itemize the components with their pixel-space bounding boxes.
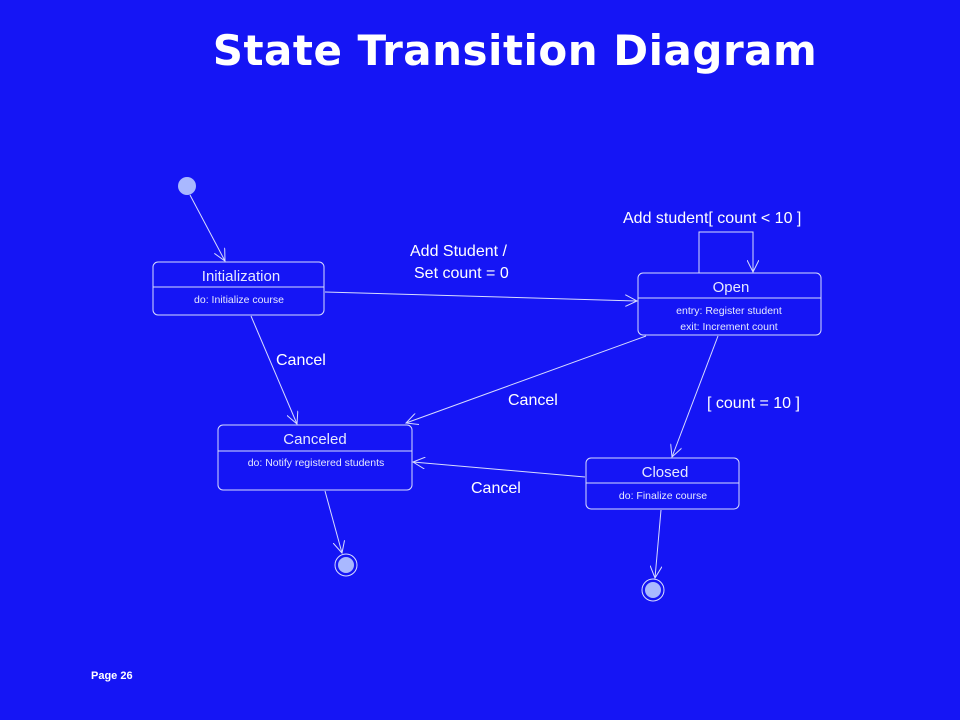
transition-closed-to-final: [655, 509, 661, 578]
state-closed[interactable]: Closed do: Finalize course: [585, 457, 740, 510]
transition-open-to-closed: [672, 335, 719, 457]
final-state-closed: [641, 578, 665, 602]
transition-closed-to-canceled: [413, 462, 586, 478]
state-initialization-activity: do: Initialize course: [194, 294, 284, 306]
label-cancel-initialization: Cancel: [276, 352, 326, 369]
state-canceled[interactable]: Canceled do: Notify registered students: [217, 424, 413, 491]
label-self-loop-guard: Add student[ count < 10 ]: [623, 210, 801, 227]
state-initialization-name: Initialization: [202, 268, 280, 285]
state-closed-activity: do: Finalize course: [619, 490, 707, 502]
final-state-canceled: [334, 553, 358, 577]
transition-open-self-loop: [698, 231, 753, 273]
state-canceled-activity: do: Notify registered students: [248, 457, 385, 469]
initial-state-node: [178, 177, 196, 195]
transition-initialization-to-open: [324, 291, 637, 301]
transition-initialization-to-canceled: [250, 315, 297, 424]
transition-initial-to-initialization: [189, 194, 225, 261]
state-canceled-name: Canceled: [283, 431, 346, 448]
state-closed-name: Closed: [642, 464, 689, 481]
transition-canceled-to-final: [324, 490, 342, 553]
state-open-name: Open: [713, 279, 750, 296]
page-footer: Page 26: [91, 670, 133, 682]
label-cancel-closed: Cancel: [471, 480, 521, 497]
page-label: Page: [91, 670, 118, 682]
transition-open-to-canceled: [406, 335, 647, 423]
label-set-count: Set count = 0: [414, 265, 509, 282]
state-initialization[interactable]: Initialization do: Initialize course: [152, 261, 325, 316]
state-open-exit-activity: exit: Increment count: [680, 321, 778, 333]
label-add-student: Add Student /: [410, 243, 508, 260]
state-open[interactable]: Open entry: Register student exit: Incre…: [637, 272, 822, 336]
label-cancel-open: Cancel: [508, 392, 558, 409]
slide-title: State Transition Diagram: [212, 26, 818, 75]
label-count-guard: [ count = 10 ]: [707, 395, 800, 412]
page-number: 26: [120, 670, 133, 682]
state-open-entry-activity: entry: Register student: [676, 305, 782, 317]
